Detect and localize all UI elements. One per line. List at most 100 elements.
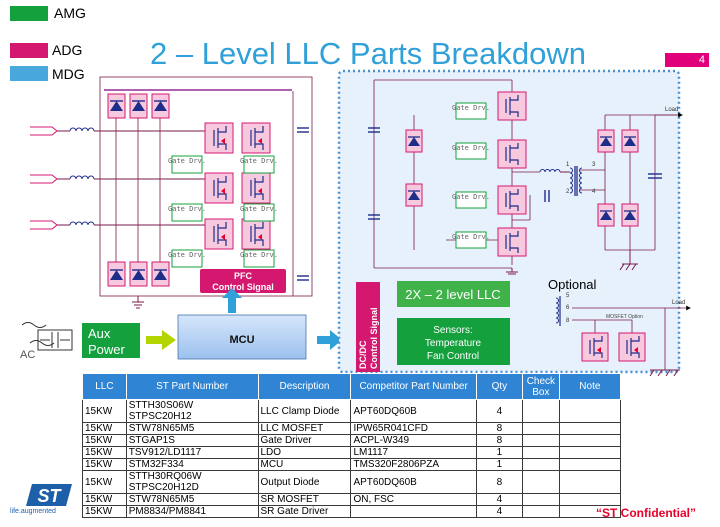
cell-st-part: STW78N65M5 [125, 422, 259, 435]
cell-note [558, 470, 622, 494]
cell-note [558, 446, 622, 459]
col-header-llc: LLC [82, 373, 127, 400]
cell-st-part: STW78N65M5 [125, 493, 259, 506]
input-inductors [57, 127, 205, 226]
cell-note [558, 434, 622, 447]
label-line: PFC [234, 271, 253, 281]
aux-power-block: Aux Power [82, 323, 140, 358]
cell-llc: 15KW [82, 446, 127, 459]
cell-check-box [522, 422, 560, 435]
gate-drv-label: Gate Drv. [452, 233, 490, 241]
cell-check-box [522, 434, 560, 447]
cell-note [558, 458, 622, 471]
cell-llc: 15KW [82, 458, 127, 471]
gate-drv-label: Gate Drv. [240, 251, 278, 259]
label-line: Fan Control [427, 351, 479, 362]
arrow-aux-to-mcu [146, 330, 176, 350]
rectifier-diodes-top [107, 93, 170, 119]
table-header-row: LLC ST Part Number Description Competito… [82, 373, 622, 400]
mcu-label: MCU [229, 334, 254, 346]
cell-llc: 15KW [82, 399, 127, 423]
legend-swatch-mdg [10, 66, 48, 81]
gate-drv-label: Gate Drv. [168, 251, 206, 259]
legend-swatch-amg [10, 6, 48, 21]
cell-qty: 8 [475, 422, 524, 435]
parts-table: LLC ST Part Number Description Competito… [82, 373, 622, 518]
cell-note [558, 422, 622, 435]
cell-description: LDO [257, 446, 352, 459]
load-label: Load [665, 107, 678, 113]
cell-competitor: TMS320F2806PZA [350, 458, 477, 471]
gate-drv-label: Gate Drv. [452, 193, 490, 201]
cell-llc: 15KW [82, 434, 127, 447]
arrow-mcu-to-pfc [222, 288, 242, 313]
cell-st-part: PM8834/PM8841 [125, 505, 259, 518]
llc-2x-block [397, 281, 510, 307]
optional-label: Optional [548, 277, 597, 292]
svg-text:ST: ST [37, 486, 62, 506]
cell-note [558, 399, 622, 423]
cell-description: SR MOSFET [257, 493, 352, 506]
resonant-tank-transformer [539, 166, 583, 196]
gate-drv-label: Gate Drv. [240, 205, 278, 213]
opt-pin-6: 6 [566, 305, 570, 311]
load-label-optional: Load [672, 300, 685, 306]
llc-clamp-diodes [405, 129, 423, 207]
cell-description: MCU [257, 458, 352, 471]
col-header-note: Note [558, 373, 622, 400]
col-header-st-part: ST Part Number [125, 373, 259, 400]
cell-qty: 4 [475, 505, 524, 518]
rectifier-diodes-bottom [107, 261, 170, 287]
cell-competitor: IPW65R041CFD [350, 422, 477, 435]
col-header-description: Description [257, 373, 352, 400]
page-title: 2 – Level LLC Parts Breakdown [150, 36, 586, 71]
label-line: Aux [88, 326, 111, 341]
cell-qty: 8 [475, 470, 524, 494]
llc-2x-label: 2X – 2 level LLC [405, 287, 500, 302]
mosfet-option-label: MOSFET Option [606, 314, 643, 320]
cell-llc: 15KW [82, 470, 127, 494]
col-header-competitor: Competitor Part Number [350, 373, 477, 400]
legend-label-adg: ADG [52, 42, 83, 58]
output-diodes [597, 129, 639, 227]
label-line: DC/DC [358, 340, 368, 369]
cell-description: LLC MOSFET [257, 422, 352, 435]
cell-description: Gate Driver [257, 434, 352, 447]
cell-competitor: ACPL-W349 [350, 434, 477, 447]
cell-competitor [350, 505, 477, 518]
tx-pin-2: 2 [566, 189, 570, 195]
dcdc-stage: DC/DC Control Signal [337, 69, 691, 377]
st-logo: ST [26, 484, 72, 506]
cell-description: Output Diode [257, 470, 352, 494]
label-line: Sensors: [433, 325, 472, 336]
ground-symbol [132, 296, 144, 309]
cell-description: SR Gate Driver [257, 505, 352, 518]
pfc-stage: Gate Drv. Gate Drv. Gate Drv. Gate Drv. … [30, 76, 313, 309]
tx-pin-1: 1 [566, 162, 570, 168]
confidential-label: “ST Confidential” [596, 506, 696, 520]
cell-qty: 1 [475, 446, 524, 459]
label-line: Control Signal [212, 282, 274, 292]
legend-swatch-adg [10, 43, 48, 58]
ac-source-symbol: AC [20, 322, 73, 361]
page-number: 4 [665, 53, 709, 67]
gate-drv-label: Gate Drv. [452, 144, 490, 152]
gate-drv-label: Gate Drv. [168, 157, 206, 165]
legend-label-mdg: MDG [52, 66, 85, 82]
dcdc-ground-symbols [506, 250, 638, 275]
cell-check-box [522, 399, 560, 423]
cell-note [558, 493, 622, 506]
optional-sr-section: 5 6 8 Load MOSFET Option [555, 293, 691, 377]
tx-pin-3: 3 [592, 162, 596, 168]
cell-qty: 8 [475, 434, 524, 447]
tx-pin-4: 4 [592, 189, 596, 195]
cell-st-part: STGAP1S [125, 434, 259, 447]
sensors-block [397, 318, 510, 365]
llc-mosfets [497, 91, 527, 257]
